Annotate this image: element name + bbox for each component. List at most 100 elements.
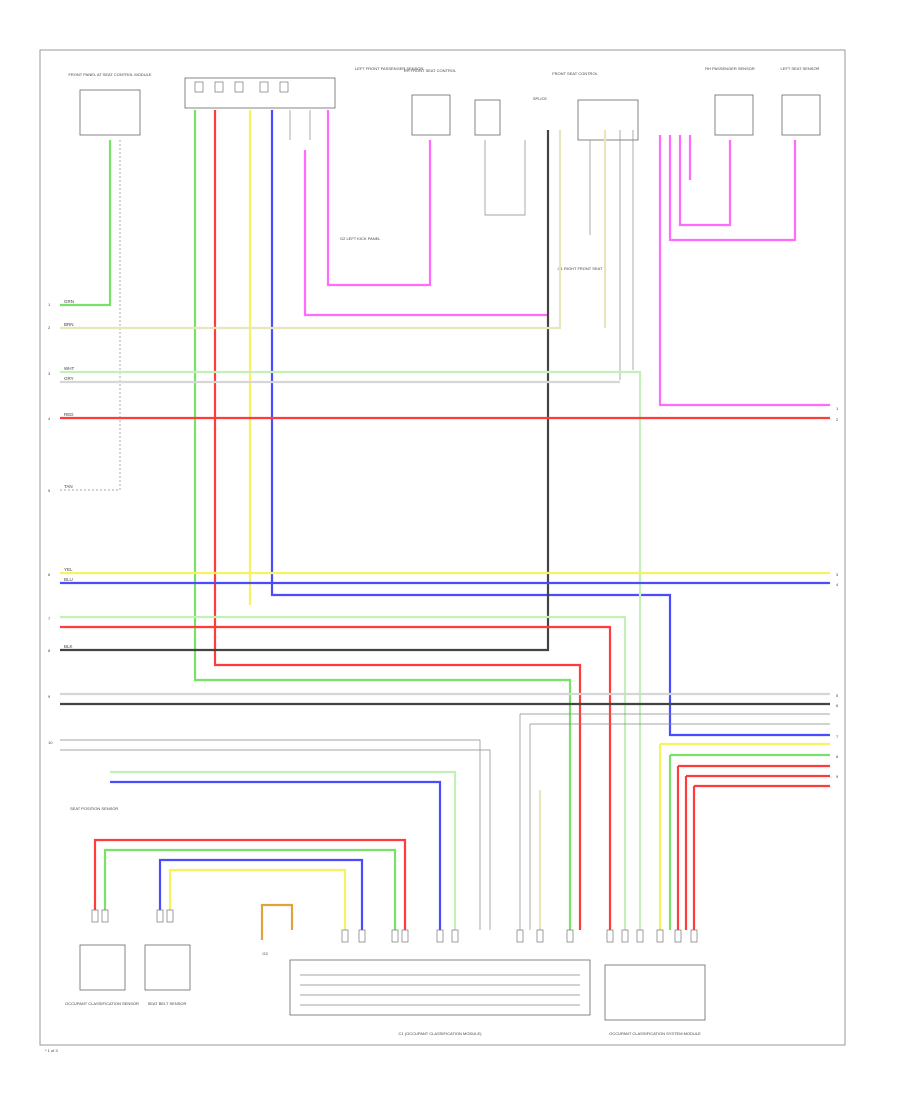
side-number: 10 [48, 740, 53, 745]
bottom-right-module [604, 964, 706, 1021]
side-number: 6 [836, 703, 839, 708]
side-number: 6 [48, 572, 51, 577]
pin [358, 929, 366, 943]
pin [166, 909, 174, 923]
left-wire-labels: GRN BRN WHT GRY RED TAN YEL BLU BLK [64, 299, 74, 649]
bus-green-2 [60, 615, 627, 930]
rh-passenger-label: RH PASSENGER SENSOR [705, 66, 755, 71]
wire-pink-loop-2 [326, 110, 432, 287]
side-number: 9 [836, 774, 839, 779]
occupant-sensor-box [79, 944, 126, 991]
wire-pink-loop-1 [303, 150, 548, 317]
side-number: 1 [836, 406, 839, 411]
label-wht: WHT [64, 366, 74, 371]
label-gry: GRY [64, 376, 74, 381]
bus-thin-left-1 [60, 739, 481, 930]
pin [436, 929, 444, 943]
ll-blue [158, 858, 364, 930]
wire-pink-right-1 [658, 135, 830, 407]
horizontal-buses [60, 370, 830, 930]
side-number: 7 [836, 734, 839, 739]
bus-thin-left-2 [60, 749, 491, 930]
side-number: 4 [48, 416, 51, 421]
label-tan: TAN [64, 484, 73, 489]
side-number: 8 [48, 648, 51, 653]
bottom-connector-pins [91, 909, 698, 943]
middle-connector-box [474, 99, 501, 136]
pin [606, 929, 614, 943]
lower-left-2-label: SEAT BELT SENSOR [148, 1001, 187, 1006]
ll-green [103, 848, 397, 930]
side-number: 1 [48, 302, 51, 307]
seat-belt-sensor-box [144, 944, 191, 991]
wire-blue-main [270, 110, 830, 737]
wire-green-main [193, 110, 572, 930]
pin [536, 929, 544, 943]
module-internal-lines [300, 974, 580, 1006]
side-numbers-left: 1 2 3 4 5 6 7 8 9 10 [48, 302, 53, 745]
wire-olive [60, 130, 562, 330]
lower-left-1-label: OCCUPANT CLASSIFICATION SENSOR [65, 1001, 139, 1006]
pin [91, 909, 99, 923]
wire-white-left [60, 140, 121, 491]
bus-blue-low [110, 780, 442, 930]
front-panel-sensor-label: FRONT PANEL AT SEAT CONTROL MODULE [68, 72, 151, 77]
wire-pink-right-2 [668, 135, 797, 242]
bottom-center-label: C1 (OCCUPANT CLASSIFICATION MODULE) [399, 1031, 483, 1036]
wire-green-left [60, 140, 112, 307]
pin [621, 929, 629, 943]
bus-lightgreen [60, 370, 642, 930]
rh-passenger-box [714, 94, 754, 136]
side-number: 3 [836, 572, 839, 577]
side-number: 7 [48, 616, 51, 621]
side-number: 9 [48, 694, 51, 699]
ground-2-label: G2 LEFT KICK PANEL [340, 236, 381, 241]
side-number: 5 [48, 488, 51, 493]
label-red: RED [64, 412, 74, 417]
pin [279, 81, 289, 93]
ll-yellow [168, 868, 347, 930]
left-sensor-label: LEFT FRONT PASSENGER SENSOR [355, 66, 423, 71]
label-blu: BLU [64, 577, 73, 582]
pin [451, 929, 459, 943]
diagram-frame [39, 49, 846, 1046]
front-panel-sensor-box [79, 89, 141, 136]
wire-red-main [213, 110, 582, 930]
label-yel: YEL [64, 567, 73, 572]
side-number: 8 [836, 754, 839, 759]
pin [566, 929, 574, 943]
pin [656, 929, 664, 943]
left-seat-box [781, 94, 821, 136]
rh-panel-label: RH FRONT SEAT CONTROL [404, 68, 457, 73]
label-brn: BRN [64, 322, 74, 327]
vertical-wires-top [60, 110, 830, 930]
side-number: 3 [48, 371, 51, 376]
pin [214, 81, 224, 93]
pin [194, 81, 204, 93]
ground-1-label: G1 RIGHT FRONT SEAT [558, 266, 603, 271]
side-numbers-right: 1 2 3 4 5 6 7 8 9 [836, 406, 839, 779]
top-components: FRONT PANEL AT SEAT CONTROL MODULE LEFT … [68, 66, 821, 271]
side-number: 2 [48, 325, 51, 330]
pin [341, 929, 349, 943]
wire-black-splice [60, 130, 550, 652]
page-code: * 1 of 3 [45, 1048, 58, 1053]
side-number: 5 [836, 693, 839, 698]
pin [516, 929, 524, 943]
bus-lightgreen-low [110, 770, 457, 930]
wire-gray-loop [484, 140, 526, 216]
front-seat-control-box [577, 99, 639, 141]
side-number: 2 [836, 417, 839, 422]
ll-red [93, 838, 407, 930]
bus-red-2 [60, 625, 612, 930]
lower-section: OCCUPANT CLASSIFICATION SENSOR SEAT BELT… [65, 714, 706, 1036]
pin [690, 929, 698, 943]
bottom-center-module [289, 959, 591, 1016]
label-blk: BLK [64, 644, 73, 649]
pin [674, 929, 682, 943]
rh-panel-box [411, 94, 451, 136]
pin [101, 909, 109, 923]
label-grn: GRN [64, 299, 74, 304]
side-number: 4 [836, 582, 839, 587]
